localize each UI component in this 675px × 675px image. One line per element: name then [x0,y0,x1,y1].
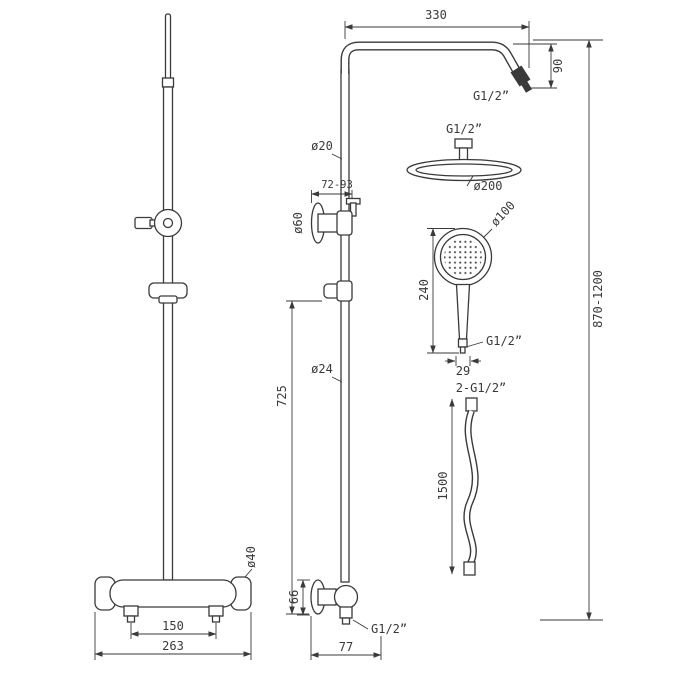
dim-valve-width-label: 263 [162,639,184,653]
upper-rod [164,13,172,81]
dim-outlet-depth: 77 [310,616,382,660]
hand-thread-label: G1/2” [486,334,522,348]
holder-clip [158,295,178,304]
dim-pipe-upper: ø20 [311,139,343,160]
thermostatic-valve [94,576,252,623]
valve-left-nut [123,605,139,617]
dim-valve-dia: ø40 [244,546,258,578]
head-plate-inner [415,163,513,177]
dim-valve-dia-label: ø40 [244,546,258,568]
dim-outlet-height-label: 66 [287,590,301,604]
dim-valve-width: 263 [94,612,252,660]
valve-body [109,579,237,608]
elbow-arm [317,588,337,606]
head-connector-nut [454,138,473,149]
outlet-thread: G1/2” [352,619,407,636]
dim-valve-centres-label: 150 [162,619,184,633]
rod-collar [161,77,175,88]
dim-hose-length-label: 1500 [436,472,450,501]
head-thread-label: G1/2” [446,122,482,136]
dim-overall-height-label: 870-1200 [591,270,605,328]
dim-hand-tip: 29 [445,356,481,378]
dim-hand-length: 240 [417,228,459,354]
valve-right-tail [211,615,221,623]
hand-shower: ø100 240 G1/2” 29 [417,198,522,378]
dim-arm-drop-label: 90 [551,59,565,73]
dim-bracket-range: 72-93 [311,179,353,203]
dim-hand-tip-label: 29 [456,364,470,378]
hose-top-fitting [465,397,478,412]
arm-outlet-stub [519,79,533,93]
dim-hose-length: 1500 [436,398,455,575]
elbow-ball [333,584,359,610]
hand-tip [457,338,468,348]
dim-pipe-lower-label: ø24 [311,362,333,376]
dim-bracket-dia-label: ø60 [291,212,305,234]
hose-bottom-fitting [463,561,476,576]
dim-riser-length: 725 [275,300,322,615]
diverter-front [134,208,183,238]
dim-riser-length-label: 725 [275,385,289,407]
bracket-clamp [336,210,353,236]
valve-right-nut [208,605,224,617]
elbow-nub [341,617,351,625]
hand-handle [455,283,471,340]
side-view: 330 90 G1/2” ø20 72-93 ø60 ø24 72 [275,8,565,660]
front-view: 150 263 ø40 [94,13,258,660]
dim-bracket-range-label: 72-93 [321,179,353,191]
dim-arm-length-label: 330 [425,8,447,22]
dim-arm-length: 330 [344,8,530,68]
outlet-thread-label: G1/2” [371,622,407,636]
dim-hand-length-label: 240 [417,279,431,301]
hand-head-face [444,238,482,276]
hand-nub [459,346,466,354]
dim-outlet-height: 66 [287,579,310,616]
dim-valve-centres: 150 [130,619,217,639]
dim-pipe-lower: ø24 [311,362,343,383]
bracket-pin [349,202,357,217]
hand-thread: G1/2” [465,334,522,348]
handset-holder-side [323,280,353,302]
shower-hose: 2-G1/2” 1500 [436,381,507,576]
bottom-elbow [310,579,359,625]
wall-bracket-side [310,197,361,244]
dim-head-dia-label: ø200 [474,179,503,193]
riser-pipe-side [340,69,350,583]
shower-arm [340,41,524,80]
dim-outlet-depth-label: 77 [339,640,353,654]
dim-arm-drop: 90 [513,43,565,89]
overhead-shower: G1/2” ø200 [406,122,522,193]
riser-rail-front [162,86,174,581]
dim-hand-head-dia-label: ø100 [488,198,518,229]
dim-overall-height: 870-1200 [533,39,605,621]
hose-threads-label: 2-G1/2” [456,381,507,395]
elbow-outlet [339,606,353,619]
dim-pipe-upper-label: ø20 [311,139,333,153]
valve-left-tail [126,615,136,623]
holder-side-clamp [336,280,353,302]
arm-tip-nut [510,65,531,87]
diverter-hub [162,217,174,229]
handset-holder-front [148,282,188,304]
arm-thread-label: G1/2” [473,89,509,103]
bracket-arm [317,213,340,233]
